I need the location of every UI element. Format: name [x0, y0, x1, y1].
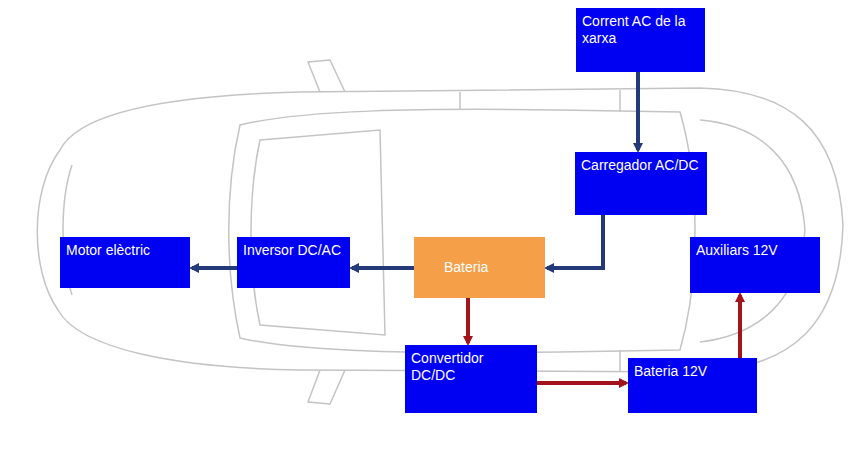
battery-box: Bateria [414, 237, 545, 298]
charger-box: Carregador AC/DC [575, 152, 707, 215]
node-label: Convertidor DC/DC [411, 350, 531, 384]
node-label: Motor elèctric [66, 242, 184, 259]
node-label: Carregador AC/DC [581, 157, 701, 174]
inverter-box: Inversor DC/AC [237, 237, 350, 288]
node-label: Bateria [444, 259, 539, 276]
flow-arrow [547, 215, 603, 268]
node-label: Auxiliars 12V [696, 242, 814, 259]
converter-box: Convertidor DC/DC [405, 345, 537, 413]
flow-arrow [192, 266, 237, 270]
aux-box: Auxiliars 12V [690, 237, 820, 293]
node-label: Inversor DC/AC [243, 242, 344, 259]
battery12-box: Bateria 12V [628, 358, 757, 413]
flow-arrow [738, 295, 742, 358]
flow-arrow [636, 72, 640, 150]
flow-arrow [537, 381, 626, 385]
source-box: Corrent AC de la xarxa [576, 8, 705, 72]
node-label: Bateria 12V [634, 363, 751, 380]
flow-arrow [466, 298, 470, 343]
motor-box: Motor elèctric [60, 237, 190, 288]
flow-arrow [352, 266, 414, 270]
node-label: Corrent AC de la xarxa [582, 13, 699, 47]
